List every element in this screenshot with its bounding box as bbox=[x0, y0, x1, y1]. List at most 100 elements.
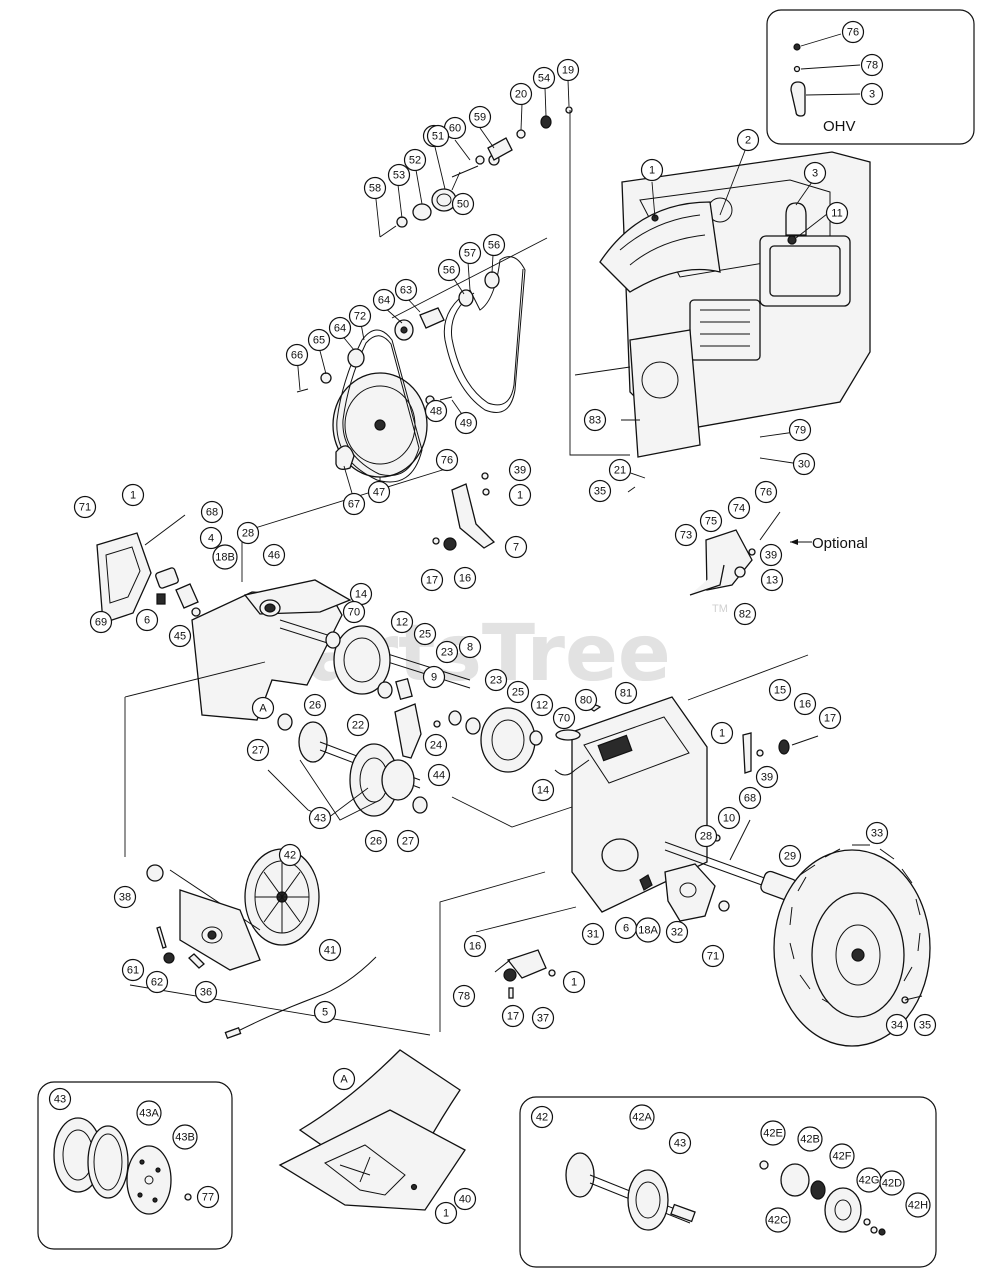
callout-number: 76 bbox=[441, 455, 453, 467]
ohv-inset: OHV bbox=[766, 9, 975, 145]
callout-40: 40 bbox=[453, 1187, 477, 1211]
callout-3: 3 bbox=[860, 82, 884, 106]
callout-number: 36 bbox=[200, 987, 212, 999]
callout-circle bbox=[342, 492, 366, 516]
callout-number: 23 bbox=[441, 647, 453, 659]
callout-number: 27 bbox=[402, 836, 414, 848]
callout-number: 20 bbox=[515, 89, 527, 101]
callout-number: 81 bbox=[620, 688, 632, 700]
callout-circle bbox=[390, 610, 414, 634]
callout-number: 53 bbox=[393, 170, 405, 182]
callout-circle bbox=[246, 738, 270, 762]
callout-circle bbox=[629, 1104, 655, 1130]
callout-circle bbox=[879, 1170, 905, 1196]
callout-circle bbox=[168, 624, 192, 648]
callout-circle bbox=[665, 920, 689, 944]
callout-circle bbox=[454, 411, 478, 435]
callout-number: 40 bbox=[459, 1194, 471, 1206]
callout-54: 54 bbox=[532, 66, 556, 90]
callout-number: 59 bbox=[474, 112, 486, 124]
callout-80: 80 bbox=[574, 688, 598, 712]
callout-circle bbox=[738, 786, 762, 810]
callout-5: 5 bbox=[313, 1000, 337, 1024]
callout-number: 69 bbox=[95, 617, 107, 629]
callout-circle bbox=[251, 696, 275, 720]
callout-24: 24 bbox=[424, 733, 448, 757]
left-frame-group bbox=[191, 579, 543, 821]
callout-circle bbox=[905, 1192, 931, 1218]
callout-number: 11 bbox=[831, 208, 842, 220]
callout-65: 65 bbox=[307, 328, 331, 352]
callout-number: 76 bbox=[760, 487, 772, 499]
callout-23: 23 bbox=[484, 668, 508, 692]
callout-30: 30 bbox=[792, 452, 816, 476]
callout-42d: 42D bbox=[879, 1170, 905, 1196]
callout-circle bbox=[396, 829, 420, 853]
callout-circle bbox=[145, 970, 169, 994]
callout-circle bbox=[372, 288, 396, 312]
callout-number: 15 bbox=[774, 685, 786, 697]
callout-circle bbox=[463, 934, 487, 958]
callout-number: 33 bbox=[871, 828, 883, 840]
callout-16: 16 bbox=[793, 692, 817, 716]
callout-11: 11 bbox=[825, 201, 849, 225]
callout-43: 43 bbox=[308, 806, 332, 830]
lower-pulley-group bbox=[146, 848, 377, 1040]
callout-number: 10 bbox=[723, 813, 735, 825]
callout-number: 51 bbox=[432, 131, 444, 143]
callout-82: 82 bbox=[733, 602, 757, 626]
callout-number: 19 bbox=[562, 65, 574, 77]
callout-circle bbox=[531, 1006, 555, 1030]
callout-3: 3 bbox=[803, 161, 827, 185]
callout-number: 79 bbox=[794, 425, 806, 437]
callout-circle bbox=[426, 124, 450, 148]
callout-67: 67 bbox=[342, 492, 366, 516]
callout-53: 53 bbox=[387, 163, 411, 187]
callout-number: 66 bbox=[291, 350, 303, 362]
callout-71: 71 bbox=[73, 495, 97, 519]
right-frame-group bbox=[554, 696, 819, 922]
callout-76: 76 bbox=[841, 20, 865, 44]
callout-number: 35 bbox=[919, 1020, 931, 1032]
callout-circle bbox=[413, 622, 437, 646]
callout-27: 27 bbox=[396, 829, 420, 853]
callout-circle bbox=[508, 483, 532, 507]
callout-25: 25 bbox=[413, 622, 437, 646]
callout-number: 38 bbox=[119, 892, 131, 904]
callout-number: 44 bbox=[433, 770, 445, 782]
callout-75: 75 bbox=[699, 509, 723, 533]
callout-37: 37 bbox=[531, 1006, 555, 1030]
callout-number: 57 bbox=[464, 248, 476, 260]
callout-circle bbox=[73, 495, 97, 519]
callout-1: 1 bbox=[508, 483, 532, 507]
callout-12: 12 bbox=[390, 610, 414, 634]
callout-17: 17 bbox=[501, 1004, 525, 1028]
callout-number: 39 bbox=[761, 772, 773, 784]
ohv-label: OHV bbox=[823, 118, 856, 135]
callout-number: 42G bbox=[859, 1175, 880, 1187]
callout-circle bbox=[200, 500, 224, 524]
callout-circle bbox=[434, 1201, 458, 1225]
callout-circle bbox=[754, 480, 778, 504]
callout-number: 45 bbox=[174, 631, 186, 643]
callout-16: 16 bbox=[453, 566, 477, 590]
watermark-tm: TM bbox=[712, 603, 728, 615]
callout-26: 26 bbox=[364, 829, 388, 853]
left-bracket-group bbox=[96, 514, 201, 624]
callout-circle bbox=[501, 1004, 525, 1028]
wheel bbox=[773, 844, 931, 1047]
pulley-group bbox=[296, 106, 573, 483]
callout-66: 66 bbox=[285, 343, 309, 367]
callout-50: 50 bbox=[451, 192, 475, 216]
callout-number: 3 bbox=[869, 89, 875, 101]
callout-number: 43 bbox=[314, 813, 326, 825]
callout-number: 71 bbox=[79, 502, 91, 514]
callout-number: 42 bbox=[284, 850, 296, 862]
callout-number: 28 bbox=[242, 528, 254, 540]
callout-circle bbox=[860, 82, 884, 106]
callout-45: 45 bbox=[168, 624, 192, 648]
callout-9: 9 bbox=[422, 665, 446, 689]
callout-number: 1 bbox=[443, 1208, 449, 1220]
callout-23: 23 bbox=[435, 640, 459, 664]
callout-20: 20 bbox=[509, 82, 533, 106]
